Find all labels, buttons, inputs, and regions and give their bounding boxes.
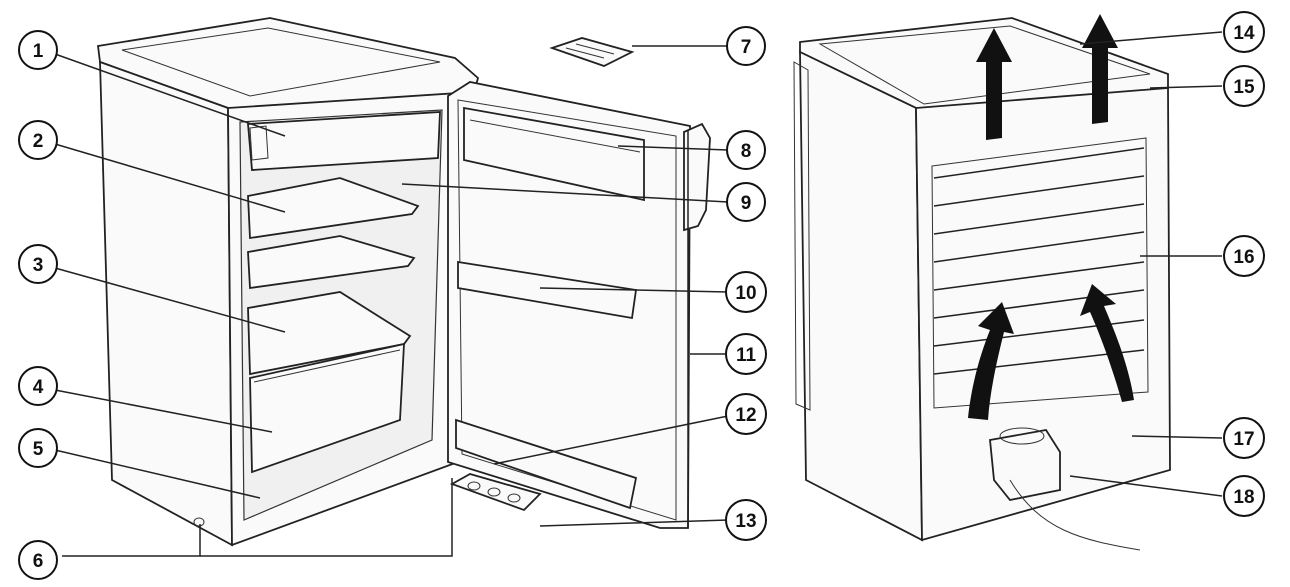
callout-label: 12 <box>735 405 756 426</box>
callout-label: 6 <box>33 551 44 572</box>
callout-label: 17 <box>1233 429 1254 450</box>
callout-label: 1 <box>33 41 44 62</box>
front-fridge-door <box>447 81 711 529</box>
rear-fridge-cabinet <box>793 17 1171 551</box>
curved-arrow-right-icon <box>1080 284 1134 402</box>
callout-3: 3 <box>18 244 58 284</box>
front-fridge-cabinet <box>96 17 480 547</box>
callout-10: 10 <box>725 271 767 313</box>
arrow-up-left-icon <box>976 28 1012 140</box>
callout-16: 16 <box>1223 235 1265 277</box>
callout-13: 13 <box>725 499 767 541</box>
callout-label: 8 <box>741 141 752 162</box>
callout-label: 14 <box>1233 23 1255 44</box>
airflow-arrows <box>968 14 1134 420</box>
callout-1: 1 <box>18 30 58 70</box>
callout-label: 11 <box>736 345 757 366</box>
callout-label: 13 <box>735 511 756 532</box>
callout-8: 8 <box>726 130 766 170</box>
callout-14: 14 <box>1223 11 1265 53</box>
callout-5: 5 <box>18 428 58 468</box>
callout-label: 9 <box>741 193 752 214</box>
callout-label: 15 <box>1233 77 1255 98</box>
callout-11: 11 <box>725 333 767 375</box>
curved-arrow-left-icon <box>968 302 1014 420</box>
callout-18: 18 <box>1223 475 1265 517</box>
callout-17: 17 <box>1223 417 1265 459</box>
callout-label: 7 <box>741 37 752 58</box>
callout-label: 3 <box>33 255 44 276</box>
callout-4: 4 <box>18 366 58 406</box>
callout-label: 10 <box>735 283 756 304</box>
callout-label: 4 <box>33 377 44 398</box>
callout-label: 18 <box>1233 487 1254 508</box>
callout-label: 5 <box>33 439 44 460</box>
callout-6: 6 <box>18 540 58 580</box>
callout-label: 2 <box>33 131 44 152</box>
callout-2: 2 <box>18 120 58 160</box>
ice-tray <box>549 37 635 67</box>
egg-tray <box>449 473 542 512</box>
callout-label: 16 <box>1233 247 1254 268</box>
callout-12: 12 <box>725 393 767 435</box>
callout-9: 9 <box>726 182 766 222</box>
leader-lines <box>54 31 1223 557</box>
callout-7: 7 <box>726 26 766 66</box>
callout-15: 15 <box>1223 65 1265 107</box>
